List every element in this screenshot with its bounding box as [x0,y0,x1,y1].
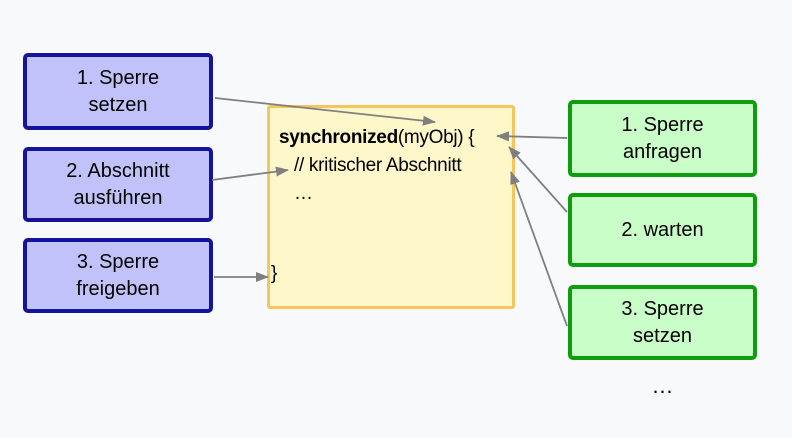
right-step-box-2: 2. warten [568,193,757,267]
arrow-right-step2-to-code-icon [508,146,568,213]
code-after-keyword: (myObj) { [397,127,475,148]
left-step-1-line-1: 1. Sperre [76,66,160,89]
right-step-box-1: 1. Sperre anfragen [568,100,757,177]
left-step-2-line-2: ausführen [73,186,163,209]
code-line-ellipsis: … [294,183,313,204]
code-box: synchronized(myObj) { // kritischer Absc… [267,105,515,309]
code-line-comment: // kritischer Abschnitt [294,155,462,176]
left-step-3-line-1: 3. Sperre [76,250,160,273]
right-step-3-line-2: setzen [633,324,692,347]
left-step-2-line-1: 2. Abschnitt [66,159,170,182]
code-line-closing-brace: } [271,263,278,284]
left-step-box-3: 3. Sperre freigeben [23,238,213,313]
left-step-box-1: 1. Sperre setzen [23,53,213,130]
right-step-box-3: 3. Sperre setzen [568,285,757,360]
continuation-ellipsis: … [651,373,674,398]
right-step-2-line-1: 2. warten [621,218,704,241]
arrow-right-step3-to-code-icon [510,171,568,327]
left-step-3-line-2: freigeben [76,277,160,300]
left-step-1-line-2: setzen [88,93,148,116]
right-step-3-line-1: 3. Sperre [621,297,704,320]
right-step-1-line-2: anfragen [623,140,702,163]
left-step-box-2: 2. Abschnitt ausführen [23,147,213,222]
code-keyword: synchronized [279,127,398,148]
code-line-synchronized: synchronized(myObj) { [279,124,475,152]
right-step-1-line-1: 1. Sperre [621,113,704,136]
